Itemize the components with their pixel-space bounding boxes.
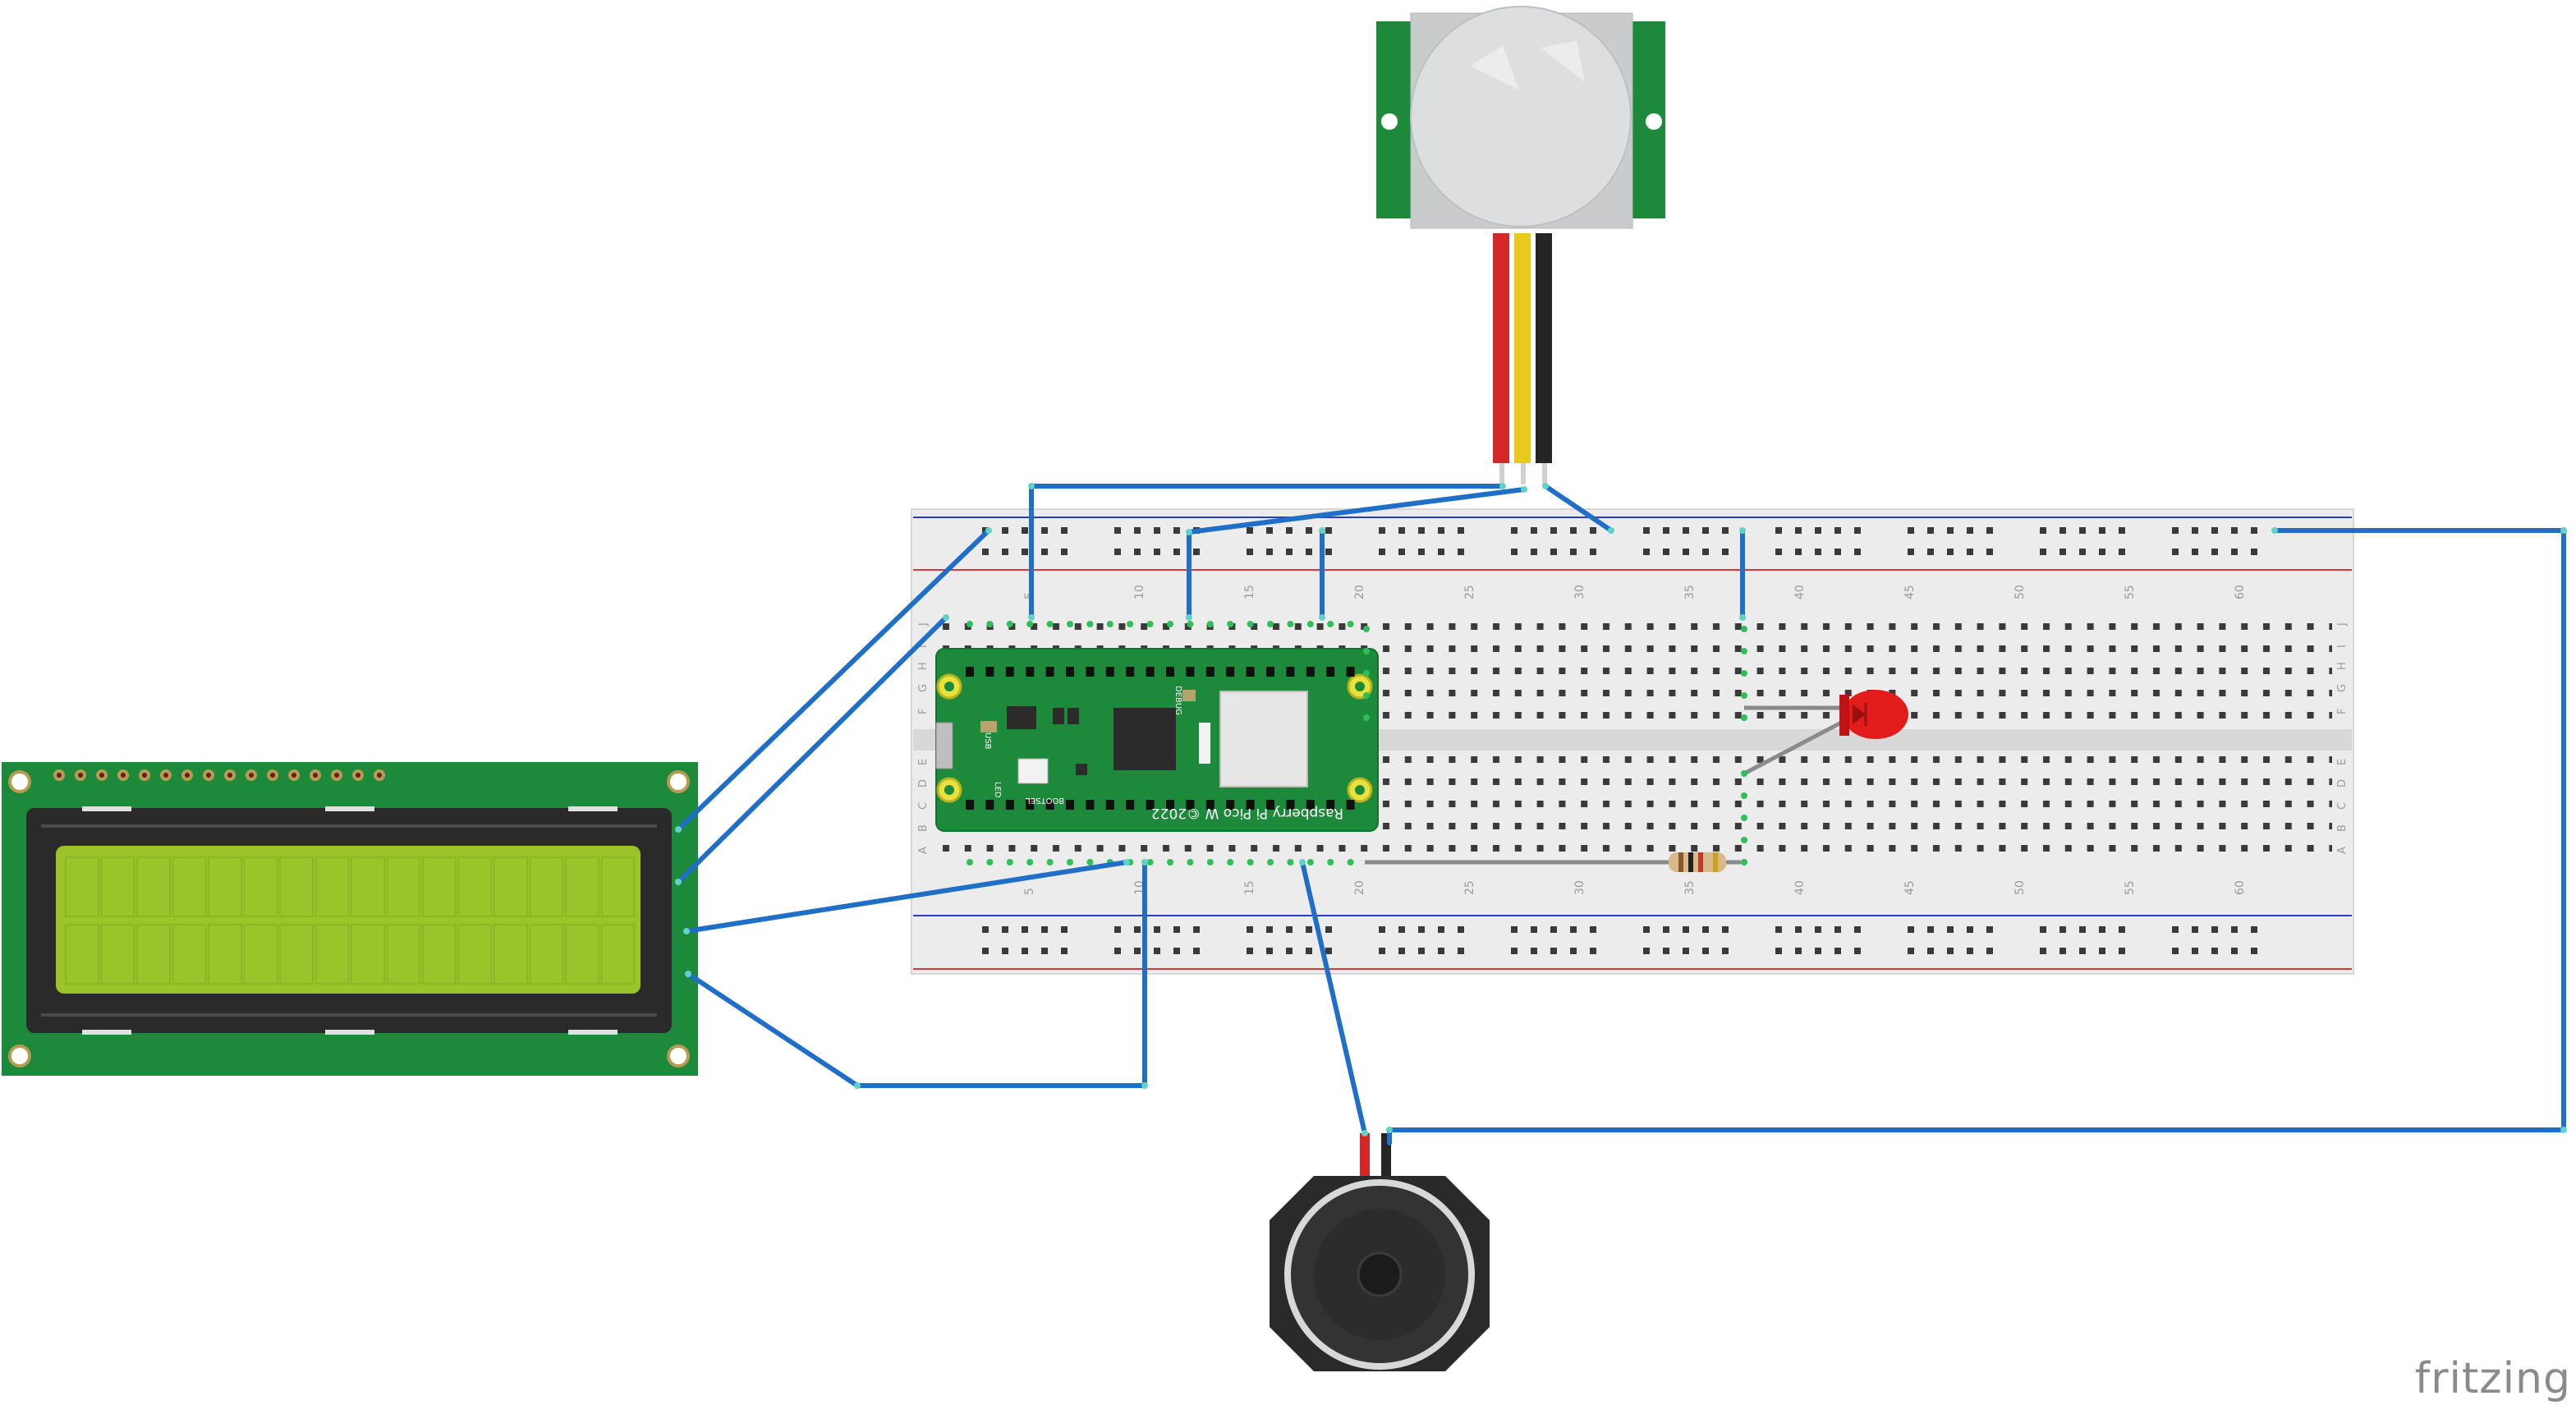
row-letter: J [917,622,930,627]
wire-pir-gnd[interactable] [1543,484,1614,533]
raspberry-pi-pico-w[interactable]: Raspberry Pi Pico W ©2022 DEBUG BOOTSEL … [935,621,1379,866]
speaker[interactable] [1270,1133,1490,1371]
speaker-dust-cap [1357,1251,1403,1297]
row-letter: J [2336,622,2349,627]
pico-bootsel-label: BOOTSEL [1026,796,1064,805]
column-number: 60 [2234,585,2247,599]
column-number: 30 [1573,585,1586,599]
column-number: 5 [1023,888,1036,895]
column-number: 45 [1903,880,1917,895]
row-letter: D [917,779,930,787]
column-number: 25 [1463,880,1476,895]
row-letter: A [917,847,930,854]
pico-rp2040-chip [1114,708,1176,770]
wire-endpoints [675,483,2567,1136]
column-number: 35 [1683,585,1697,599]
lcd-16x2-display[interactable] [2,762,698,1076]
row-letter: F [917,709,930,714]
pir-wire-yellow [1514,233,1531,463]
wire-lcd-gnd[interactable] [676,528,991,832]
row-letter: C [2336,802,2349,810]
lcd-mount-hole [8,1045,31,1068]
wire-lcd-vcc[interactable] [676,615,948,884]
fritzing-watermark: fritzing [2414,1354,2571,1403]
row-letter: C [917,802,930,810]
row-letter: E [2336,759,2349,765]
pir-wire-red [1493,233,1509,463]
pico-usb-label: USB [983,732,992,750]
column-number: 50 [2014,880,2027,895]
row-letters: J J I I H H G G F F E E D D C C B B A A [917,622,2349,854]
column-number: 35 [1683,880,1697,895]
row-letter: E [917,759,930,765]
row-letter: I [917,645,930,648]
column-number: 55 [2124,585,2137,599]
column-number: 45 [1903,585,1917,599]
row-letter: D [2336,779,2349,787]
pir-mount-hole [1646,113,1662,130]
pico-board-label: Raspberry Pi Pico W ©2022 [1151,805,1343,821]
pico-usb-connector [935,722,953,769]
column-number: 50 [2014,585,2027,599]
lcd-mount-hole [8,770,31,793]
pico-wireless-module [1219,691,1308,787]
pir-fresnel-dome [1410,6,1632,227]
lcd-header-pins [53,769,385,781]
pir-motion-sensor[interactable] [1376,6,1665,484]
column-number: 20 [1353,880,1366,895]
row-letter: G [917,684,930,692]
column-number: 40 [1793,585,1807,599]
column-number: 60 [2234,880,2247,895]
column-number: 15 [1243,585,1256,599]
column-number: 20 [1353,585,1366,599]
column-number: 40 [1793,880,1807,895]
resistor[interactable] [1365,852,1741,872]
pico-bootsel-button[interactable] [1017,758,1049,784]
row-letter: G [2336,684,2349,692]
column-number: 15 [1243,880,1256,895]
row-letter: H [2336,662,2349,670]
row-letter: A [2336,847,2349,854]
row-letter: F [2336,709,2349,714]
wire-lcd-scl[interactable] [686,860,1147,1088]
connection-highlights [1363,626,1747,866]
wire-speaker-signal[interactable] [1300,860,1367,1136]
wire-lcd-sda[interactable] [684,860,1129,934]
column-number: 10 [1133,585,1146,599]
row-letter: B [917,824,930,832]
pir-wire-black [1536,233,1552,463]
pir-mount-hole [1381,113,1398,130]
pico-debug-label: DEBUG [1173,686,1182,715]
breadboard-power-rails [982,527,2257,954]
lcd-mount-hole [667,1045,690,1068]
row-letter: B [2336,824,2349,832]
lcd-character-cells [65,856,636,985]
led-body [1843,690,1908,739]
pico-led-label: LED [993,782,1002,798]
lcd-mount-hole [667,770,690,793]
red-led[interactable] [1743,690,1908,776]
row-letter: I [2336,645,2349,648]
row-letter: H [917,662,930,670]
pico-flash-chip [1007,706,1036,729]
column-number: 30 [1573,880,1586,895]
column-number: 55 [2124,880,2137,895]
column-number: 25 [1463,585,1476,599]
